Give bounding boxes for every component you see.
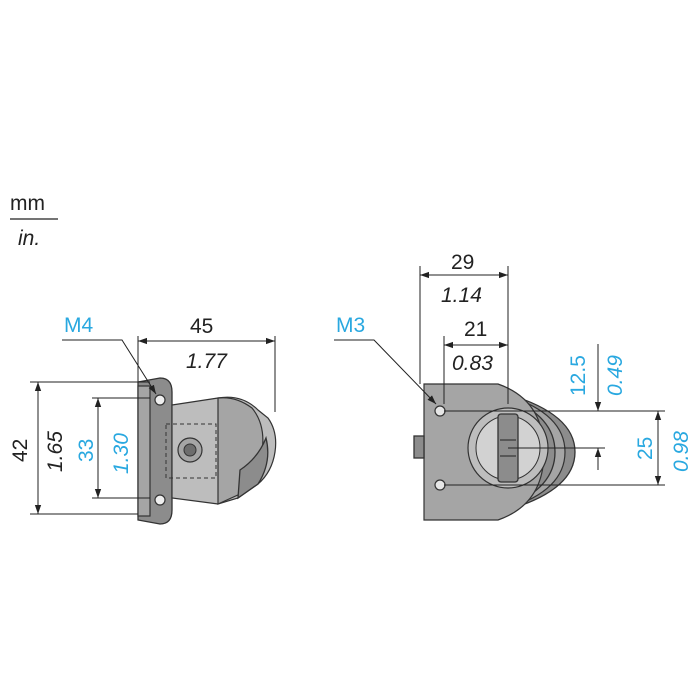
front-upper-hole-icon [434, 405, 446, 417]
side-upper-hole-icon [154, 394, 166, 406]
front-hole-spacing-in: 0.98 [670, 431, 693, 472]
side-height-mm: 42 [9, 439, 32, 462]
unit-mm-label: mm [10, 192, 45, 215]
side-lower-hole-icon [154, 494, 166, 506]
side-view: M4 45 1.77 42 1.65 33 1.30 [9, 314, 277, 525]
side-height-in: 1.65 [44, 431, 67, 472]
front-width-in: 1.14 [441, 284, 482, 307]
side-mount-plate [137, 385, 151, 517]
side-thread-leader [62, 339, 157, 395]
side-thread-label: M4 [64, 314, 93, 337]
front-thread-leader [334, 339, 437, 405]
front-center-offset-mm: 12.5 [567, 355, 590, 396]
unit-inch-label: in. [18, 227, 40, 250]
front-side-tab [413, 435, 425, 459]
units-legend: mm in. [10, 192, 58, 250]
side-head-shadow [237, 435, 269, 500]
side-width-in: 1.77 [186, 350, 228, 373]
front-lower-hole-icon [434, 479, 446, 491]
side-screw-center-icon [183, 443, 197, 457]
front-offset-mm: 21 [464, 318, 487, 341]
front-offset-in: 0.83 [452, 352, 493, 375]
front-center-offset-in: 0.49 [604, 355, 627, 396]
front-width-mm: 29 [451, 251, 474, 274]
side-inner-outline [165, 423, 217, 479]
side-width-mm: 45 [190, 315, 213, 338]
side-hole-spacing-mm: 33 [75, 439, 98, 462]
front-hole-spacing-mm: 25 [634, 437, 657, 460]
front-thread-label: M3 [336, 314, 365, 337]
front-view: M3 29 1.14 21 0.83 12.5 0.49 25 0.98 [334, 251, 693, 521]
side-hole-spacing-in: 1.30 [110, 433, 133, 474]
